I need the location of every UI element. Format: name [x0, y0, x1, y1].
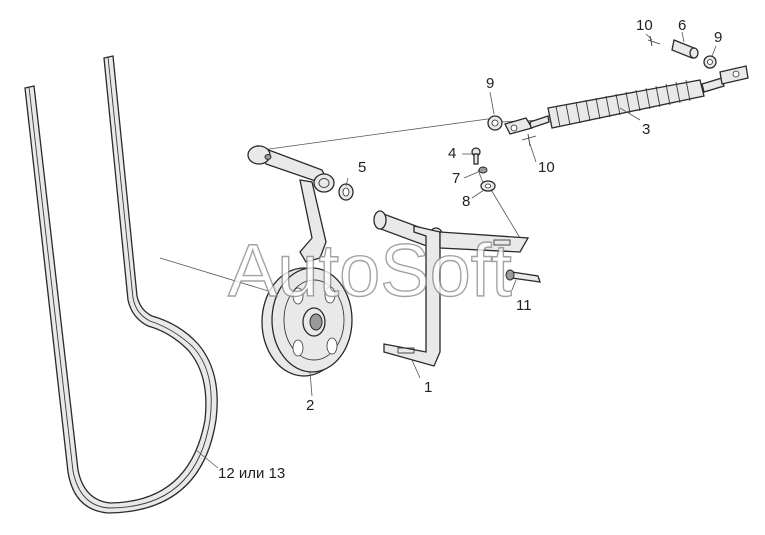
bolt-11 [505, 269, 541, 283]
callout-1: 1 [424, 379, 432, 396]
callout-4: 4 [448, 145, 456, 162]
washer-5 [338, 183, 354, 201]
callout-labels: 1 2 3 4 5 6 7 8 9 9 10 10 11 12 или 13 [218, 17, 722, 482]
spring-rod-3 [487, 65, 749, 135]
callout-8: 8 [462, 193, 470, 210]
callout-10-mid: 10 [538, 159, 555, 176]
callout-2: 2 [306, 397, 314, 414]
callout-9-left: 9 [486, 75, 494, 92]
watermark: AutoSoft [228, 229, 512, 312]
callout-5: 5 [358, 159, 366, 176]
callout-9-right: 9 [714, 29, 722, 46]
callout-3: 3 [642, 121, 650, 138]
callout-6: 6 [678, 17, 686, 34]
leader-lines [195, 31, 717, 469]
bracket-1 [373, 210, 530, 367]
callout-11: 11 [516, 297, 532, 314]
pin-6-assembly [521, 35, 717, 147]
callout-7: 7 [452, 170, 460, 187]
callout-10-top: 10 [636, 17, 653, 34]
drive-belt [24, 55, 218, 514]
tension-arm [247, 144, 335, 263]
hardware-4-7-8 [471, 147, 496, 192]
callout-12-or-13: 12 или 13 [218, 465, 285, 482]
pulley-2 [261, 267, 353, 377]
